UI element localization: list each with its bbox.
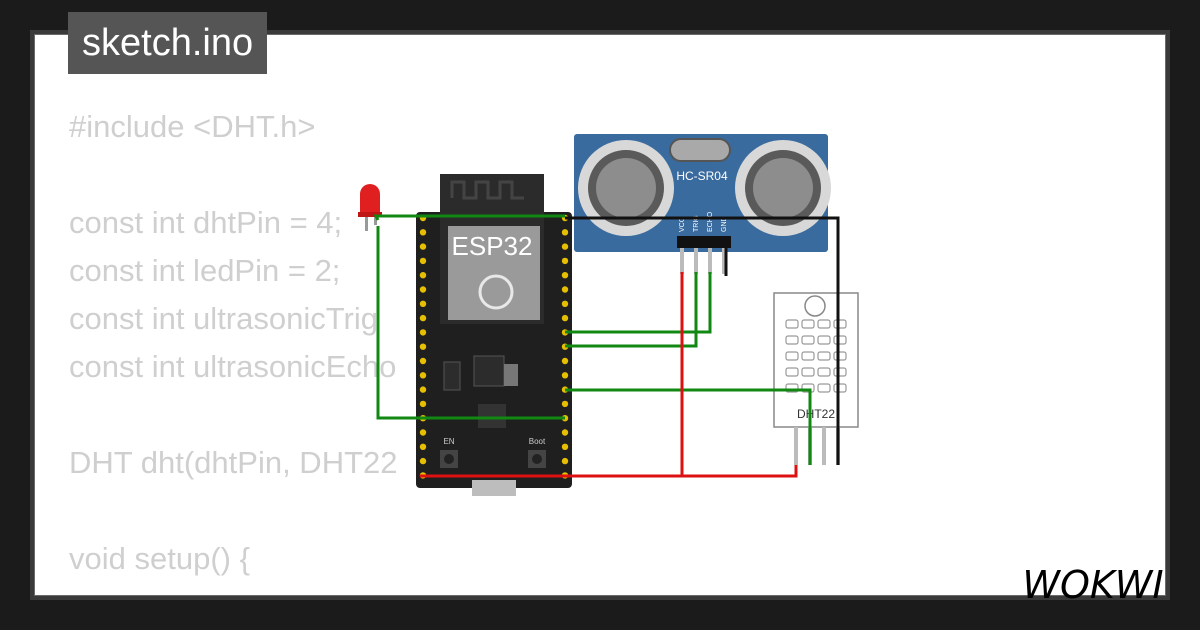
esp32-pin bbox=[561, 457, 569, 465]
esp32-pin bbox=[419, 386, 427, 393]
esp32-board[interactable]: ESP32 EN Boot bbox=[416, 174, 572, 496]
esp32-pin bbox=[561, 243, 569, 250]
esp32-pin bbox=[561, 300, 569, 307]
esp32-pin bbox=[561, 229, 569, 236]
boot-button-label: Boot bbox=[529, 437, 546, 446]
esp32-pin bbox=[419, 400, 427, 408]
esp32-pin bbox=[419, 443, 427, 450]
esp32-pin bbox=[561, 257, 569, 265]
pin-label-gnd: GND bbox=[721, 216, 728, 232]
red-led[interactable] bbox=[358, 184, 382, 231]
wokwi-logo-text: WOKWI bbox=[1022, 563, 1163, 607]
esp32-pin bbox=[561, 372, 569, 379]
esp32-pin bbox=[419, 343, 427, 350]
esp32-pin bbox=[419, 286, 427, 293]
code-background: #include <DHT.h> const int dhtPin = 4; c… bbox=[69, 109, 398, 595]
pin-label-trig: TRIG bbox=[693, 215, 700, 232]
esp32-pin bbox=[419, 357, 427, 365]
esp32-pin bbox=[419, 257, 427, 265]
en-button-label: EN bbox=[443, 437, 454, 446]
esp32-pin bbox=[561, 272, 569, 279]
hc-sr04-sensor[interactable]: HC-SR04 VCC TRIG ECHO GND bbox=[574, 134, 831, 274]
esp32-pin bbox=[561, 400, 569, 408]
preview-card: #include <DHT.h> const int dhtPin = 4; c… bbox=[34, 34, 1166, 596]
esp32-pin bbox=[419, 272, 427, 279]
esp32-pin bbox=[419, 429, 427, 436]
esp32-pin bbox=[419, 243, 427, 250]
wires bbox=[373, 214, 840, 478]
esp32-pin bbox=[561, 357, 569, 365]
esp32-pin bbox=[419, 457, 427, 465]
pin-label-vcc: VCC bbox=[679, 217, 686, 232]
esp32-pin bbox=[561, 429, 569, 436]
esp32-pin bbox=[561, 443, 569, 450]
file-tab[interactable]: sketch.ino bbox=[68, 12, 268, 74]
dht22-sensor[interactable]: DHT22 bbox=[773, 292, 859, 465]
hc-sr04-label: HC-SR04 bbox=[676, 169, 728, 183]
esp32-pin bbox=[419, 329, 427, 336]
esp32-pin bbox=[419, 229, 427, 236]
dht22-label: DHT22 bbox=[797, 407, 835, 421]
esp32-pin bbox=[561, 314, 569, 322]
esp32-pin bbox=[419, 314, 427, 322]
pin-label-echo: ECHO bbox=[707, 211, 714, 232]
wokwi-logo: WOKWI bbox=[1022, 563, 1163, 607]
esp32-pin bbox=[419, 372, 427, 379]
esp32-pin bbox=[561, 286, 569, 293]
esp32-label: ESP32 bbox=[452, 231, 533, 261]
esp32-pin bbox=[419, 300, 427, 307]
